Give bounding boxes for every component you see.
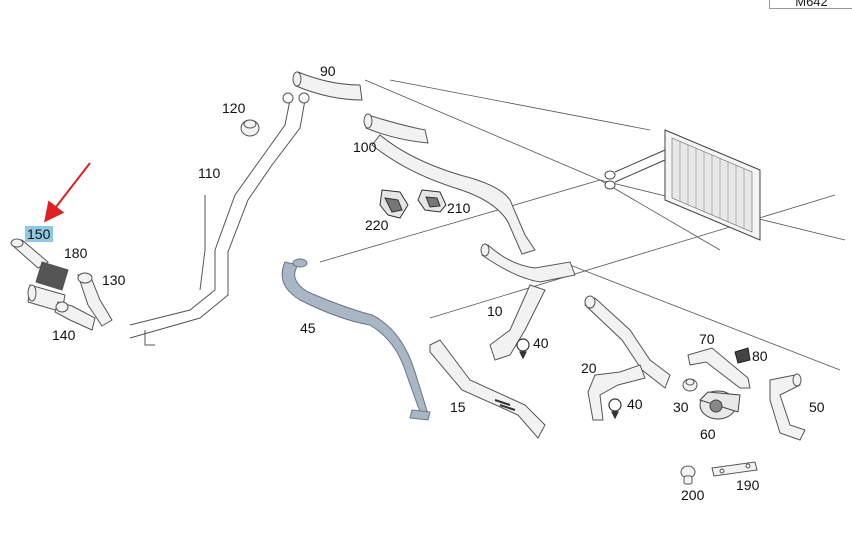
clip-220[interactable] xyxy=(379,189,409,219)
label-130[interactable]: 130 xyxy=(102,272,126,288)
hose-50[interactable] xyxy=(769,373,806,441)
label-210[interactable]: 210 xyxy=(447,200,471,216)
label-50[interactable]: 50 xyxy=(809,399,825,415)
guide-lines xyxy=(319,79,846,371)
label-110[interactable]: 110 xyxy=(198,165,221,181)
label-200[interactable]: 200 xyxy=(681,487,705,503)
pump-60[interactable] xyxy=(699,390,741,420)
label-150-highlight xyxy=(25,226,53,242)
part-labels: 90 120 100 110 220 210 150 180 130 140 4… xyxy=(25,63,825,503)
label-220[interactable]: 220 xyxy=(365,217,389,233)
hose-45[interactable] xyxy=(281,258,431,421)
label-45[interactable]: 45 xyxy=(300,320,316,336)
label-120[interactable]: 120 xyxy=(222,100,246,116)
hose-100[interactable] xyxy=(363,113,536,255)
hose-150[interactable] xyxy=(10,238,49,269)
label-20[interactable]: 20 xyxy=(581,360,597,376)
label-30[interactable]: 30 xyxy=(673,399,689,415)
part-80[interactable] xyxy=(734,347,751,364)
part-200[interactable] xyxy=(680,465,696,485)
red-arrow xyxy=(44,162,91,223)
clamp-40a[interactable] xyxy=(516,338,530,360)
clip-210[interactable] xyxy=(417,189,447,213)
clamp-40b[interactable] xyxy=(608,398,622,420)
label-40a[interactable]: 40 xyxy=(533,335,549,351)
part-30[interactable] xyxy=(682,378,698,392)
label-40b[interactable]: 40 xyxy=(627,396,643,412)
hose-130[interactable] xyxy=(77,272,113,327)
grommet-120[interactable] xyxy=(240,119,260,137)
label-70[interactable]: 70 xyxy=(699,331,715,347)
bracket-70[interactable] xyxy=(687,347,751,389)
hose-10[interactable] xyxy=(480,243,576,361)
hose-15[interactable] xyxy=(429,339,546,439)
hose-180[interactable] xyxy=(27,261,69,313)
hose-90[interactable] xyxy=(292,71,363,101)
hose-140[interactable] xyxy=(54,301,96,331)
label-180[interactable]: 180 xyxy=(64,245,88,261)
label-140[interactable]: 140 xyxy=(52,327,76,343)
part-190[interactable] xyxy=(711,461,758,477)
label-150[interactable]: 150 xyxy=(27,226,51,242)
pipe-110[interactable] xyxy=(129,92,310,346)
label-60[interactable]: 60 xyxy=(700,426,716,442)
label-10[interactable]: 10 xyxy=(487,303,503,319)
heater-core[interactable] xyxy=(604,129,761,241)
label-15[interactable]: 15 xyxy=(450,399,466,415)
label-100[interactable]: 100 xyxy=(353,139,377,155)
label-80[interactable]: 80 xyxy=(752,348,768,364)
diagram-code-box: M642 xyxy=(769,0,852,9)
label-190[interactable]: 190 xyxy=(736,477,760,493)
label-90[interactable]: 90 xyxy=(320,63,336,79)
hose-20[interactable] xyxy=(584,295,671,421)
diagram-code: M642 xyxy=(795,0,828,9)
